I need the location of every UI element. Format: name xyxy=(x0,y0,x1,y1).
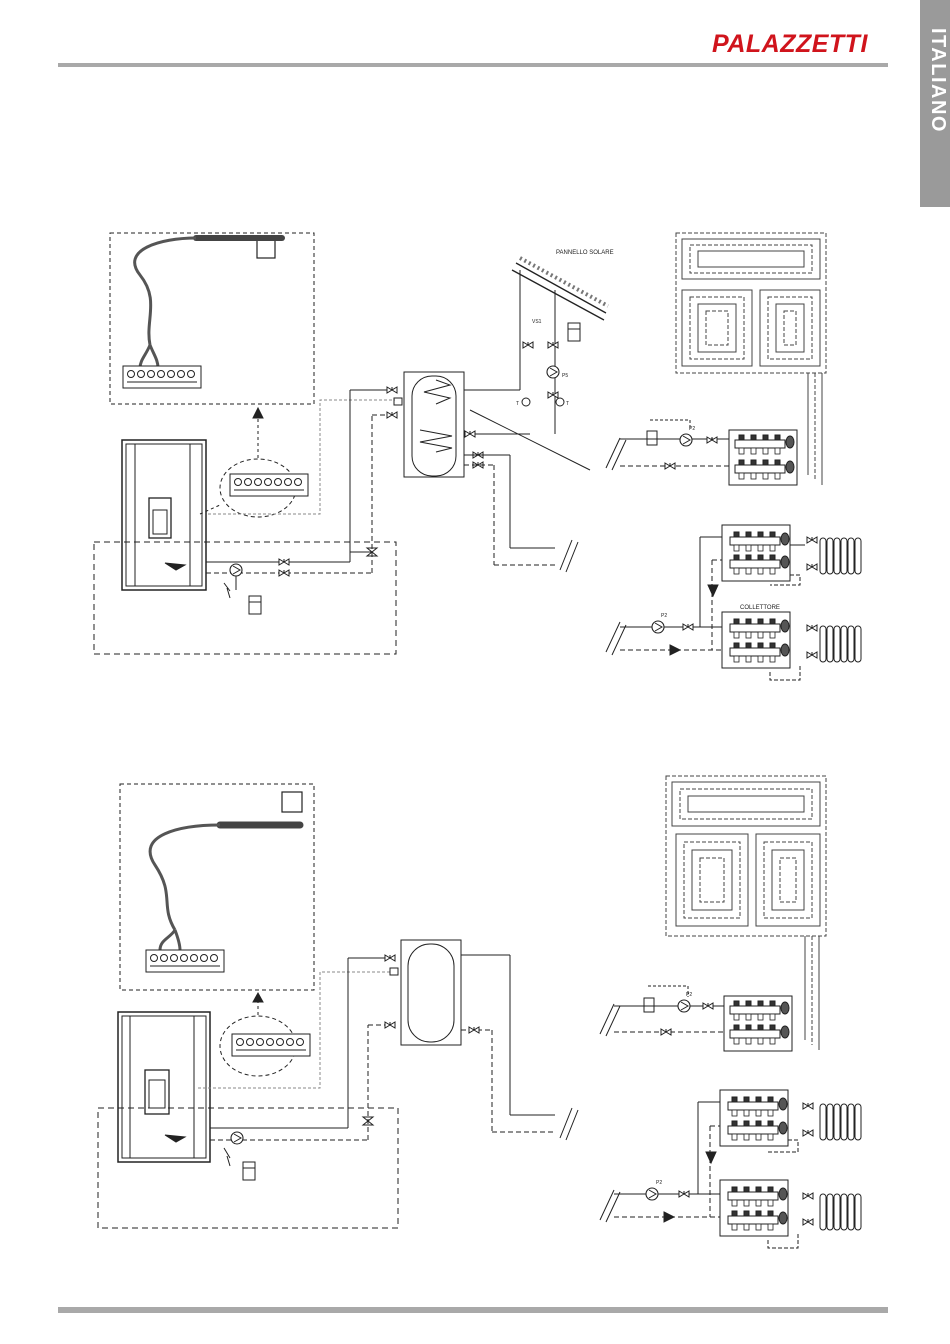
scheme-bottom xyxy=(98,776,861,1248)
p2-label-bottom-a: P2 xyxy=(686,992,692,998)
p2-label-a: P2 xyxy=(689,426,695,432)
collector-label: COLLETTORE xyxy=(740,605,780,611)
t2-label: T xyxy=(566,401,569,407)
t1-label: T xyxy=(516,401,519,407)
p5-label: P5 xyxy=(562,373,568,379)
solar-panel-label: PANNELLO SOLARE xyxy=(556,250,614,256)
scheme-top xyxy=(94,233,861,680)
p2-label-b: P2 xyxy=(661,613,667,619)
p2-label-bottom-b: P2 xyxy=(656,1180,662,1186)
vs1-label: VS1 xyxy=(532,319,542,325)
